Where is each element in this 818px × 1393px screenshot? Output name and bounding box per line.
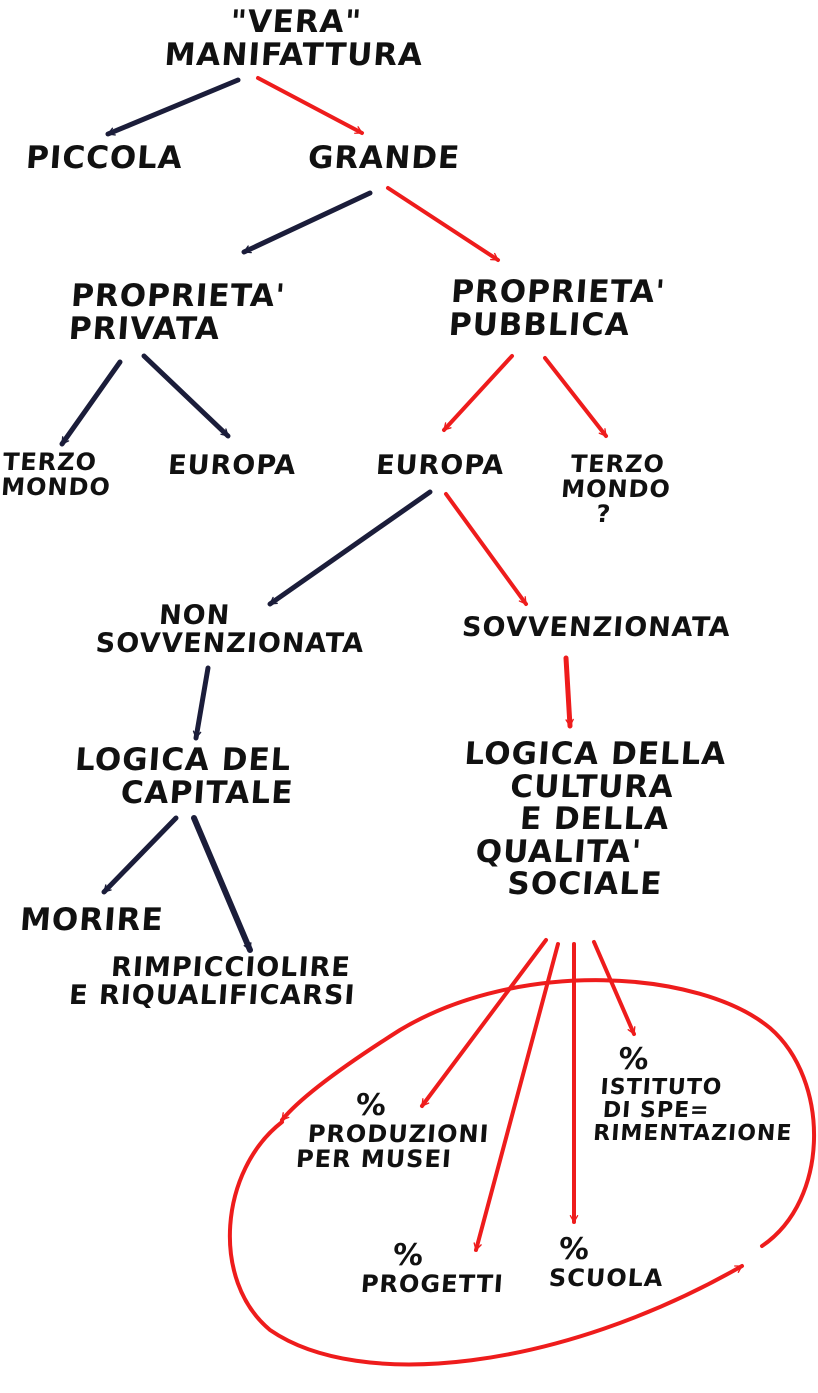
morire-label: MORIRE [18, 902, 165, 938]
node-rimpicciolire: RIMPICCIOLIRE E RIQUALIFICARSI [67, 952, 358, 1012]
arrow-pubblica-to-europa [442, 354, 514, 432]
proprieta-pubblica-line1: PROPRIETA' [449, 274, 667, 310]
terzo-mondo-pubblica-question: ? [595, 500, 613, 529]
sociale-label: SOCIALE [506, 866, 664, 903]
proprieta-privata-line2: PRIVATA [67, 310, 222, 347]
proprieta-pubblica-line2: PUBBLICA [447, 306, 632, 343]
capitale-label: CAPITALE [119, 774, 295, 811]
per-musei-label: PER MUSEI [295, 1144, 453, 1173]
arrow-capitale-to-morire [101, 815, 179, 895]
node-terzo-mondo-pubblica: TERZO MONDO ? [553, 450, 678, 529]
node-produzioni-musei: % PRODUZIONI PER MUSEI [295, 1088, 492, 1173]
node-logica-capitale: LOGICA DEL CAPITALE [72, 742, 297, 811]
vera-label: "VERA" [229, 4, 364, 40]
node-grande: GRANDE [306, 140, 462, 176]
terzo-mondo-privata-line2: MONDO [0, 473, 112, 502]
arrow-cultura-to-istituto [592, 940, 636, 1036]
node-vera-manifattura: "VERA" MANIFATTURA [148, 4, 443, 73]
node-proprieta-privata: PROPRIETA' PRIVATA [67, 278, 287, 347]
riqualificarsi-label: E RIQUALIFICARSI [67, 980, 357, 1012]
rimpicciolire-label: RIMPICCIOLIRE [109, 952, 352, 983]
node-europa-pubblica: EUROPA [374, 450, 506, 481]
node-logica-cultura: LOGICA DELLA CULTURA E DELLA QUALITA' SO… [454, 736, 728, 903]
logica-della-label: LOGICA DELLA [463, 736, 728, 772]
proprieta-privata-line1: PROPRIETA' [69, 278, 287, 314]
arrow-capitale-to-rimpicciolire [191, 815, 253, 953]
arrow-cultura-to-produzioni [420, 938, 548, 1108]
node-progetti: % PROGETTI [359, 1238, 507, 1298]
node-scuola: % SCUOLA [547, 1232, 667, 1292]
rimentazione-label: RIMENTAZIONE [592, 1120, 794, 1146]
qualita-label: QUALITA' [474, 833, 644, 870]
piccola-label: PICCOLA [24, 140, 185, 176]
node-istituto: % ISTITUTO DI SPE= RIMENTAZIONE [592, 1042, 798, 1146]
manifattura-label: MANIFATTURA [163, 36, 425, 73]
arrow-privata-to-terzo-mondo [59, 359, 123, 447]
scuola-label: SCUOLA [547, 1263, 665, 1292]
node-sovvenzionata: SOVVENZIONATA [460, 612, 732, 643]
di-spe-label: DI SPE= [602, 1097, 711, 1123]
europa-pubblica-label: EUROPA [374, 450, 506, 481]
cycle-loop-bottom [227, 1120, 744, 1367]
produzioni-percent: % [354, 1088, 389, 1123]
arrow-cultura-to-progetti [473, 942, 560, 1252]
progetti-label: PROGETTI [359, 1269, 505, 1298]
arrow-privata-to-europa [141, 353, 231, 439]
node-terzo-mondo-privata: TERZO MONDO [0, 448, 113, 502]
terzo-mondo-pubblica-line2: MONDO [560, 475, 672, 504]
e-della-label: E DELLA [518, 801, 671, 838]
arrow-europa-to-sovvenzionata [444, 492, 528, 606]
arrow-grande-to-pubblica [386, 186, 500, 262]
arrow-europa-to-non-sovvenzionata [267, 489, 433, 607]
terzo-mondo-pubblica-line1: TERZO [569, 450, 666, 478]
europa-privata-label: EUROPA [166, 450, 298, 481]
cultura-label: CULTURA [509, 768, 676, 805]
progetti-percent: % [391, 1238, 426, 1273]
arrow-manifattura-to-piccola [105, 77, 241, 137]
arrow-manifattura-to-grande [256, 76, 364, 135]
grande-label: GRANDE [306, 140, 462, 176]
terzo-mondo-privata-line1: TERZO [1, 448, 98, 476]
node-morire: MORIRE [18, 902, 165, 938]
istituto-percent: % [617, 1042, 651, 1077]
sovvenzionata-label: SOVVENZIONATA [460, 612, 732, 643]
istituto-label: ISTITUTO [599, 1074, 724, 1100]
produzioni-label: PRODUZIONI [306, 1119, 491, 1148]
sovvenzionata-nonlabel: SOVVENZIONATA [94, 628, 366, 660]
scuola-percent: % [557, 1232, 592, 1267]
arrow-pubblica-to-terzo-mondo [543, 356, 608, 438]
cycle-loop-arc [280, 978, 817, 1248]
logica-del-label: LOGICA DEL [73, 742, 293, 778]
non-label: NON [157, 600, 232, 631]
node-proprieta-pubblica: PROPRIETA' PUBBLICA [447, 274, 667, 343]
node-europa-privata: EUROPA [166, 450, 298, 481]
node-non-sovvenzionata: NON SOVVENZIONATA [94, 600, 368, 660]
arrow-non-sovvenzionata-to-capitale [192, 665, 211, 741]
arrow-grande-to-privata [241, 190, 373, 255]
arrow-sovvenzionata-to-cultura [563, 655, 574, 729]
node-piccola: PICCOLA [24, 140, 185, 176]
